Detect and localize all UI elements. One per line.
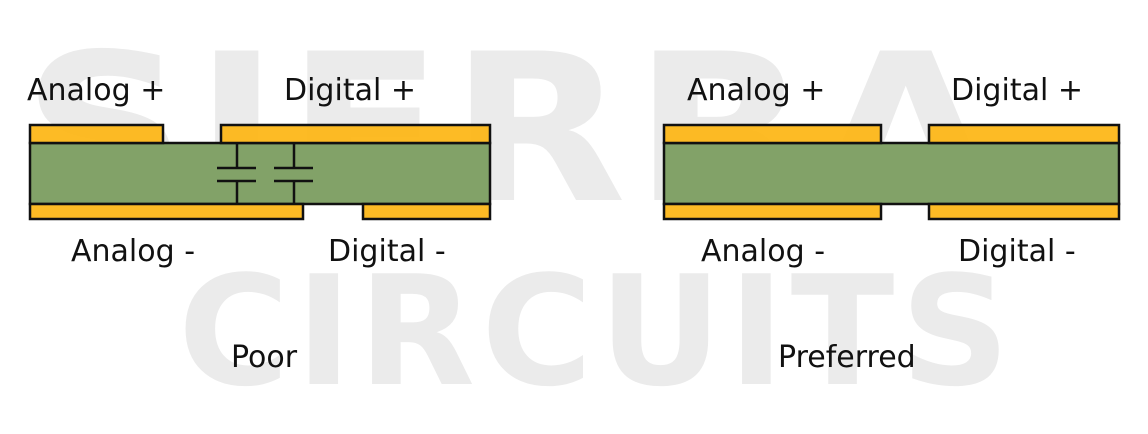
poor-digital-minus-plane xyxy=(361,202,492,221)
poor-stackup xyxy=(28,123,492,221)
preferred-dielectric-core xyxy=(662,141,1121,206)
poor-caption: Poor xyxy=(231,340,298,375)
poor-label-digital-plus: Digital + xyxy=(284,73,416,108)
parasitic-capacitor-icon xyxy=(274,143,313,204)
poor-label-analog-plus: Analog + xyxy=(27,73,166,108)
preferred-digital-plus-plane xyxy=(927,123,1121,145)
preferred-caption: Preferred xyxy=(778,340,916,375)
preferred-analog-minus-plane xyxy=(662,202,883,221)
poor-analog-plus-plane xyxy=(28,123,165,145)
watermark-circuits: CIRCUITS xyxy=(178,243,1016,420)
preferred-label-digital-minus: Digital - xyxy=(958,234,1076,269)
poor-digital-plus-plane xyxy=(219,123,492,145)
preferred-stackup xyxy=(662,123,1121,221)
preferred-label-analog-minus: Analog - xyxy=(701,234,826,269)
preferred-analog-plus-plane xyxy=(662,123,883,145)
preferred-label-analog-plus: Analog + xyxy=(687,73,826,108)
poor-analog-minus-plane xyxy=(28,202,305,221)
poor-label-analog-minus: Analog - xyxy=(71,234,196,269)
poor-dielectric-core xyxy=(28,141,492,206)
preferred-digital-minus-plane xyxy=(927,202,1121,221)
parasitic-capacitor-icon xyxy=(217,143,256,204)
preferred-label-digital-plus: Digital + xyxy=(951,73,1083,108)
poor-label-digital-minus: Digital - xyxy=(328,234,446,269)
